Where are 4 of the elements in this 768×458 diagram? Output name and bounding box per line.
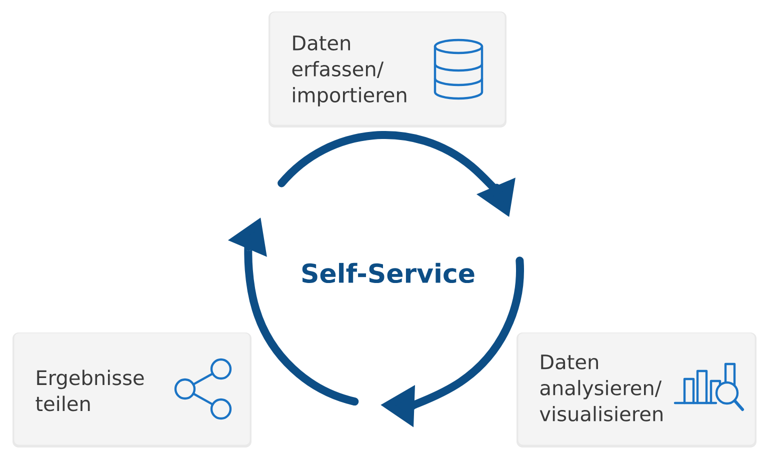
process-box: Ergebnisse teilen bbox=[12, 332, 252, 448]
process-box: Daten analysieren/ visualisieren bbox=[516, 332, 756, 448]
center-label: Self-Service bbox=[302, 262, 474, 284]
process-box: Daten erfassen/ importieren bbox=[268, 12, 506, 128]
